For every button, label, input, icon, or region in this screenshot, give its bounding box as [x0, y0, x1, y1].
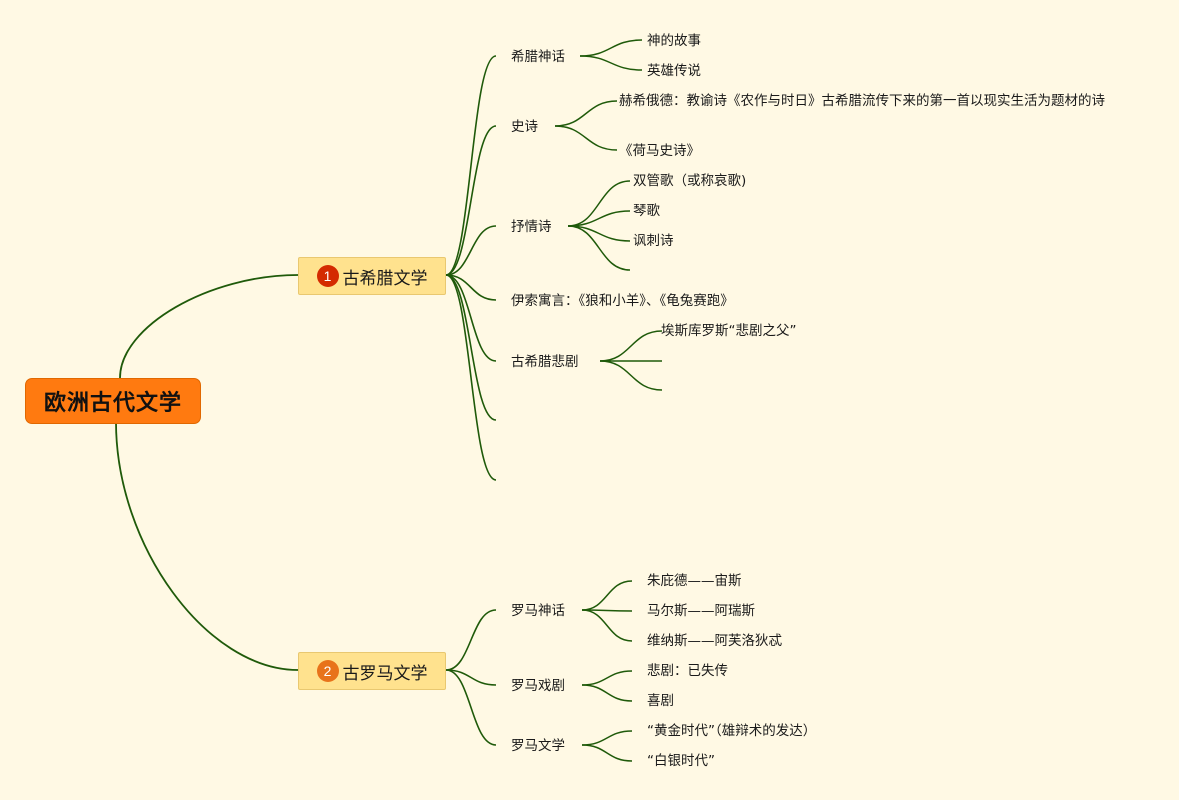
leaf-elegy[interactable]: 双管歌（或称哀歌)	[633, 173, 747, 189]
topic-epic[interactable]: 史诗	[511, 119, 538, 135]
leaf-comedy[interactable]: 喜剧	[647, 693, 674, 709]
leaf-silver-age[interactable]: “白银时代”	[647, 753, 715, 769]
subtopic-line	[567, 225, 631, 271]
subtopic-line	[581, 580, 633, 611]
subtopic-line	[581, 670, 633, 686]
topic-greek-tragedy[interactable]: 古希腊悲剧	[511, 354, 579, 370]
topic-roman-literature[interactable]: 罗马文学	[511, 738, 565, 754]
greek-topic-line	[445, 274, 497, 481]
leaf-jupiter-zeus[interactable]: 朱庇德——宙斯	[647, 573, 742, 589]
subtopic-line	[567, 210, 631, 227]
root-to-greek-line	[119, 274, 299, 379]
number-badge-icon: 2	[316, 660, 339, 682]
topic-roman-drama[interactable]: 罗马戏剧	[511, 678, 565, 694]
topic-greek-myth[interactable]: 希腊神话	[511, 49, 565, 65]
subtopic-line	[579, 55, 643, 71]
branch-label: 古罗马文学	[342, 663, 428, 684]
subtopic-line	[581, 684, 633, 702]
greek-topic-line	[445, 225, 497, 276]
topic-roman-myth[interactable]: 罗马神话	[511, 603, 565, 619]
leaf-hesiod[interactable]: 赫希俄德：教谕诗《农作与时日》古希腊流传下来的第一首以现实生活为题材的诗	[619, 93, 1105, 109]
number-badge-icon: 1	[316, 265, 339, 287]
subtopic-line	[554, 125, 618, 151]
leaf-hero-legends[interactable]: 英雄传说	[647, 63, 701, 79]
subtopic-line	[599, 360, 663, 391]
branch-ancient-greek[interactable]: 1 古希腊文学	[298, 257, 446, 295]
leaf-mars-ares[interactable]: 马尔斯——阿瑞斯	[647, 603, 755, 619]
subtopic-line	[599, 330, 663, 362]
leaf-satire[interactable]: 讽刺诗	[633, 233, 674, 249]
greek-topic-line	[445, 274, 497, 421]
rome-topic-line	[445, 669, 497, 746]
subtopic-line	[581, 744, 633, 762]
leaf-gods-stories[interactable]: 神的故事	[647, 33, 701, 49]
leaf-homer-epics[interactable]: 《荷马史诗》	[619, 143, 700, 159]
subtopic-line	[554, 100, 618, 127]
leaf-lyre-song[interactable]: 琴歌	[633, 203, 660, 219]
subtopic-line	[581, 730, 633, 746]
root-label: 欧洲古代文学	[43, 391, 182, 416]
rome-topic-line	[445, 669, 497, 686]
root-to-rome-line	[115, 421, 299, 671]
greek-topic-line	[445, 274, 497, 301]
rome-topic-line	[445, 609, 497, 671]
leaf-aeschylus[interactable]: 埃斯库罗斯“悲剧之父”	[661, 323, 797, 339]
greek-topic-line	[445, 274, 497, 362]
subtopic-line	[567, 180, 631, 227]
leaf-venus-aphrodite[interactable]: 维纳斯——阿芙洛狄忒	[647, 633, 782, 649]
topic-aesop-fables[interactable]: 伊索寓言：《狼和小羊》、《龟兔赛跑》	[511, 293, 734, 309]
greek-topic-line	[445, 125, 497, 276]
leaf-golden-age[interactable]: “黄金时代”（雄辩术的发达）	[647, 723, 817, 739]
subtopic-line	[581, 609, 633, 642]
leaf-tragedy-lost[interactable]: 悲剧：已失传	[647, 663, 728, 679]
branch-ancient-rome[interactable]: 2 古罗马文学	[298, 652, 446, 690]
subtopic-line	[579, 39, 643, 57]
greek-topic-line	[445, 55, 497, 276]
root-node[interactable]: 欧洲古代文学	[25, 378, 201, 424]
branch-label: 古希腊文学	[342, 268, 428, 289]
topic-lyric-poetry[interactable]: 抒情诗	[511, 219, 552, 235]
